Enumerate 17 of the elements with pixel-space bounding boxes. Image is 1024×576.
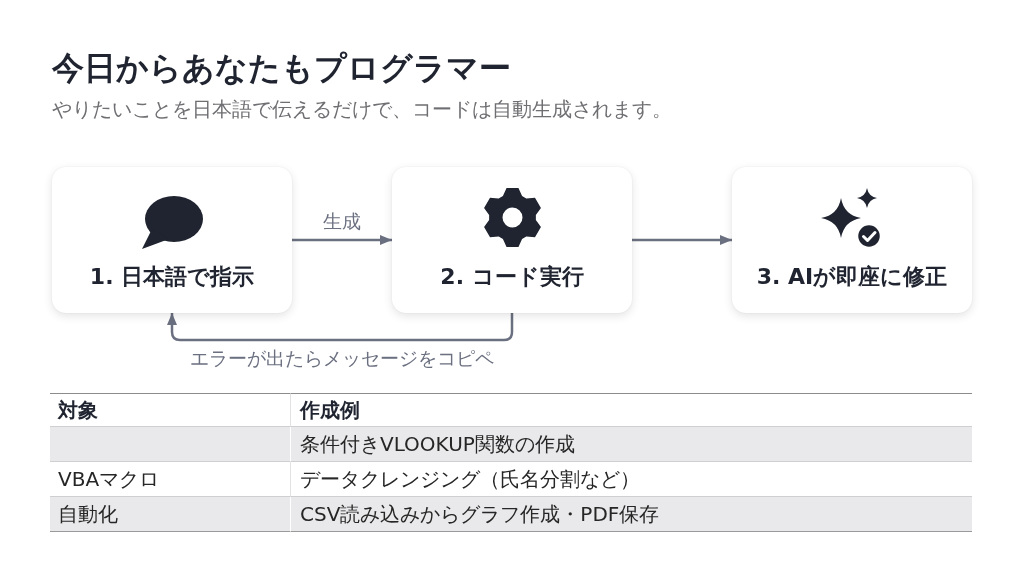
table-cell: データクレンジング（氏名分割など） xyxy=(290,462,972,497)
slide-title: 今日からあなたもプログラマー xyxy=(52,48,511,88)
subtitle-text: やりたいことを日本語で伝えるだけで、コードは自動生成されます。 xyxy=(52,97,672,123)
table-cell: 条件付きVLOOKUP関数の作成 xyxy=(290,427,972,462)
table-cell: 自動化 xyxy=(50,497,290,532)
column-header: 対象 xyxy=(50,393,290,427)
arrow xyxy=(632,235,732,245)
step-label: 1. 日本語で指示 xyxy=(89,263,255,291)
step-label: 3. AIが即座に修正 xyxy=(756,263,948,291)
step-card xyxy=(52,167,292,313)
column-header: 作成例 xyxy=(290,393,972,427)
step-card xyxy=(732,167,972,313)
table-cell: CSV読み込みからグラフ作成・PDF保存 xyxy=(290,497,972,532)
step-label: 2. コード実行 xyxy=(440,263,584,291)
step-card xyxy=(392,167,632,313)
arrow xyxy=(292,235,392,245)
arrow xyxy=(167,313,514,342)
